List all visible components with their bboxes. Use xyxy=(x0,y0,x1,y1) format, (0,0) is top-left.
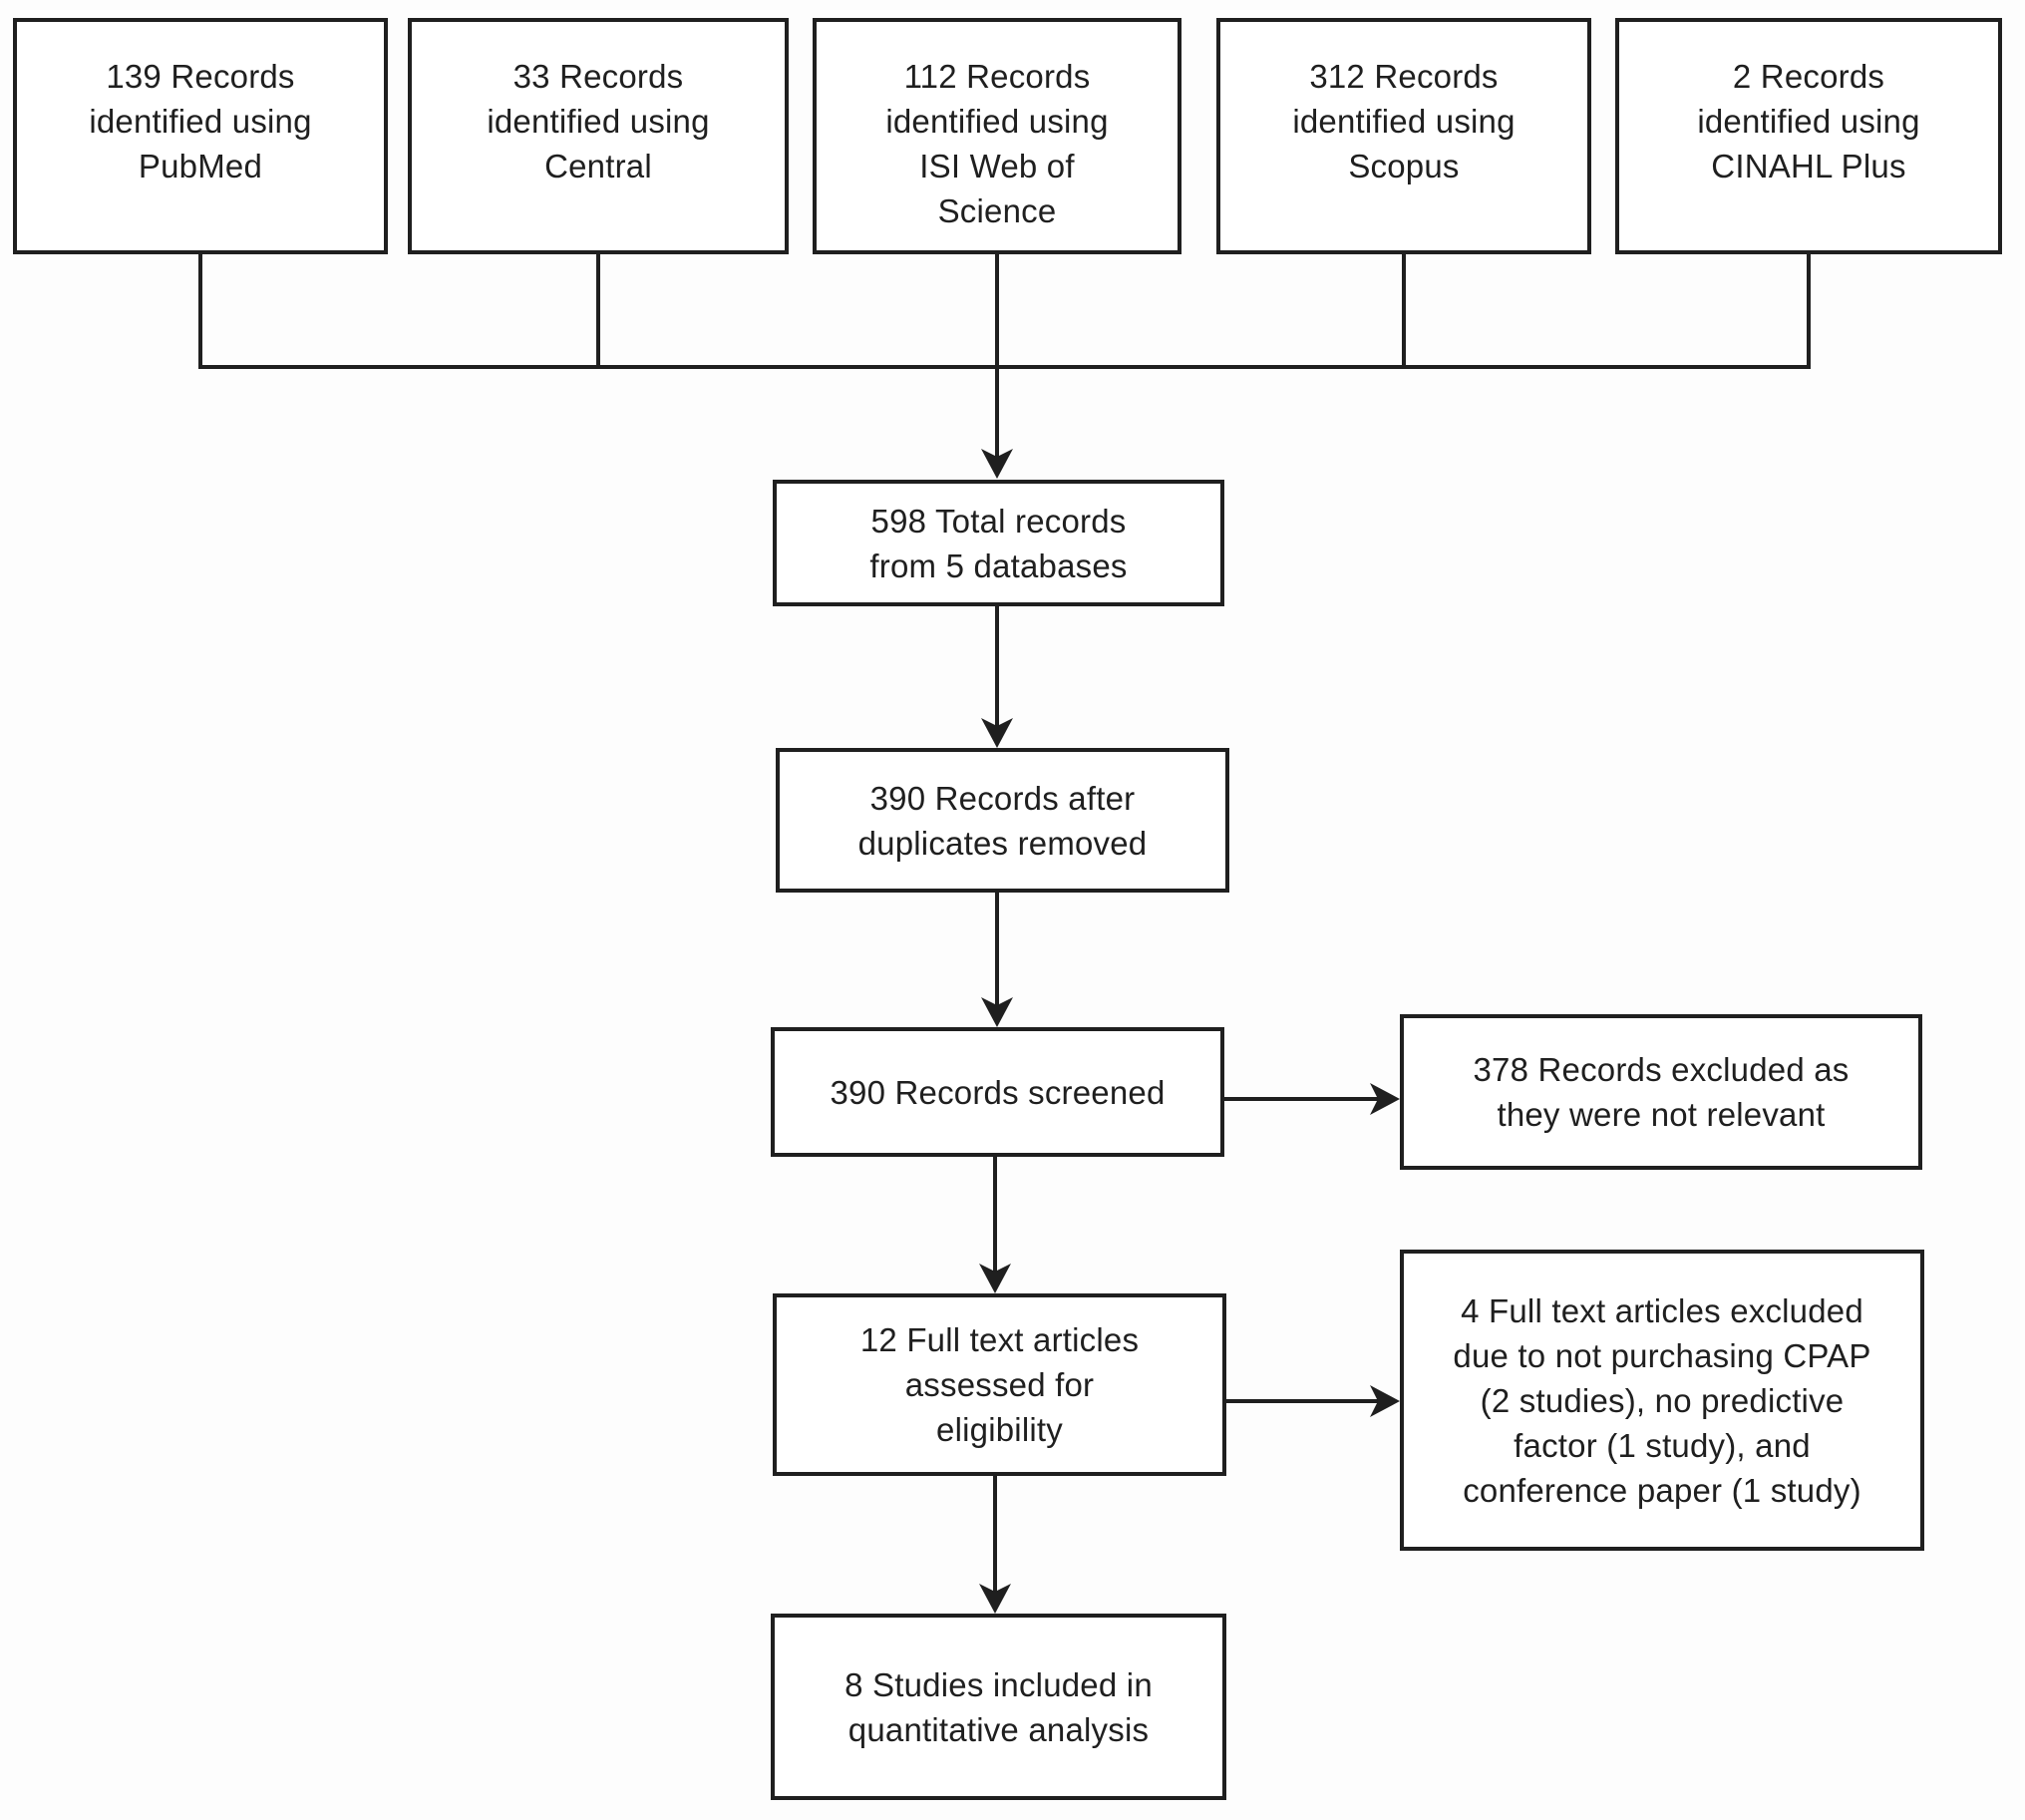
box-records-screened: 390 Records screened xyxy=(771,1027,1224,1157)
box-total-records: 598 Total records from 5 databases xyxy=(773,480,1224,606)
arrowhead-into-included xyxy=(979,1584,1011,1614)
arrowhead-into-dedup xyxy=(981,718,1013,748)
arrowhead-into-screened xyxy=(981,997,1013,1027)
box-records-central: 33 Records identified using Central xyxy=(408,18,789,254)
box-fulltext-assessed: 12 Full text articles assessed for eligi… xyxy=(773,1293,1226,1476)
arrowhead-into-excluded4 xyxy=(1370,1385,1400,1417)
box-records-cinahl-plus: 2 Records identified using CINAHL Plus xyxy=(1615,18,2002,254)
box-records-pubmed: 139 Records identified using PubMed xyxy=(13,18,388,254)
arrowhead-into-excluded378 xyxy=(1370,1083,1400,1115)
box-records-excluded-not-relevant: 378 Records excluded as they were not re… xyxy=(1400,1014,1922,1170)
arrowhead-into-total xyxy=(981,449,1013,479)
box-records-isi-web-of-science: 112 Records identified using ISI Web of … xyxy=(813,18,1181,254)
arrowhead-into-fulltext xyxy=(979,1264,1011,1293)
box-studies-included: 8 Studies included in quantitative analy… xyxy=(771,1614,1226,1800)
box-fulltext-excluded: 4 Full text articles excluded due to not… xyxy=(1400,1250,1924,1551)
box-records-scopus: 312 Records identified using Scopus xyxy=(1216,18,1591,254)
box-after-duplicates-removed: 390 Records after duplicates removed xyxy=(776,748,1229,893)
